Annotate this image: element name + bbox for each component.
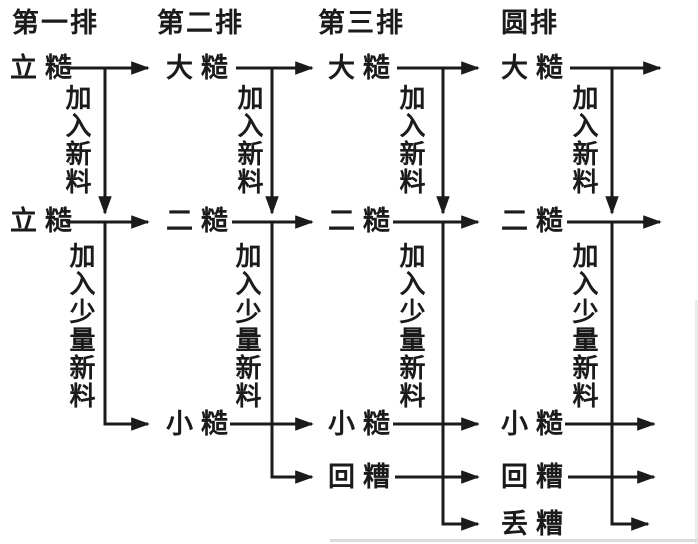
node-col2-row2: 二糙 (166, 206, 236, 236)
elbow-col2-to-row4 (270, 223, 314, 484)
node-col3-row2: 二糙 (328, 206, 398, 236)
scan-edge-right (695, 300, 698, 544)
node-col4-row3: 小糙 (501, 409, 571, 439)
node-col3-row4: 回糟 (328, 462, 398, 492)
label-col1-add-new-material: 加入新料 (62, 84, 91, 196)
label-col1-add-small-new-material: 加入少量新料 (66, 242, 95, 410)
elbow-col4-to-row5-exit (610, 223, 650, 531)
node-col1-row2: 立糙 (10, 206, 80, 236)
node-col1-row1: 立糙 (10, 53, 80, 83)
label-col3-add-new-material: 加入新料 (396, 84, 425, 196)
label-col2-add-small-new-material: 加入少量新料 (232, 242, 261, 410)
elbow-col1-to-row3 (103, 223, 150, 431)
node-col3-row1: 大糙 (328, 53, 398, 83)
column4-header: 圆排 (501, 8, 559, 38)
node-col2-row3: 小糙 (166, 409, 236, 439)
label-col4-add-new-material: 加入新料 (569, 84, 598, 196)
node-col2-row1: 大糙 (166, 53, 236, 83)
column2-header: 第二排 (157, 8, 244, 38)
label-col2-add-new-material: 加入新料 (234, 84, 263, 196)
label-col3-add-small-new-material: 加入少量新料 (396, 242, 425, 410)
node-col4-row4: 回糟 (501, 462, 571, 492)
column-drop-lines (98, 68, 650, 531)
node-col4-row1: 大糙 (501, 53, 571, 83)
node-col4-row2: 二糙 (501, 206, 571, 236)
node-col4-row5: 丢糟 (501, 509, 571, 539)
scan-edge-bottom (330, 539, 698, 542)
node-col3-row3: 小糙 (328, 409, 398, 439)
column3-header: 第三排 (318, 8, 405, 38)
elbow-col3-to-row5 (441, 223, 480, 531)
column1-header: 第一排 (12, 8, 99, 38)
label-col4-add-small-new-material: 加入少量新料 (569, 242, 598, 410)
